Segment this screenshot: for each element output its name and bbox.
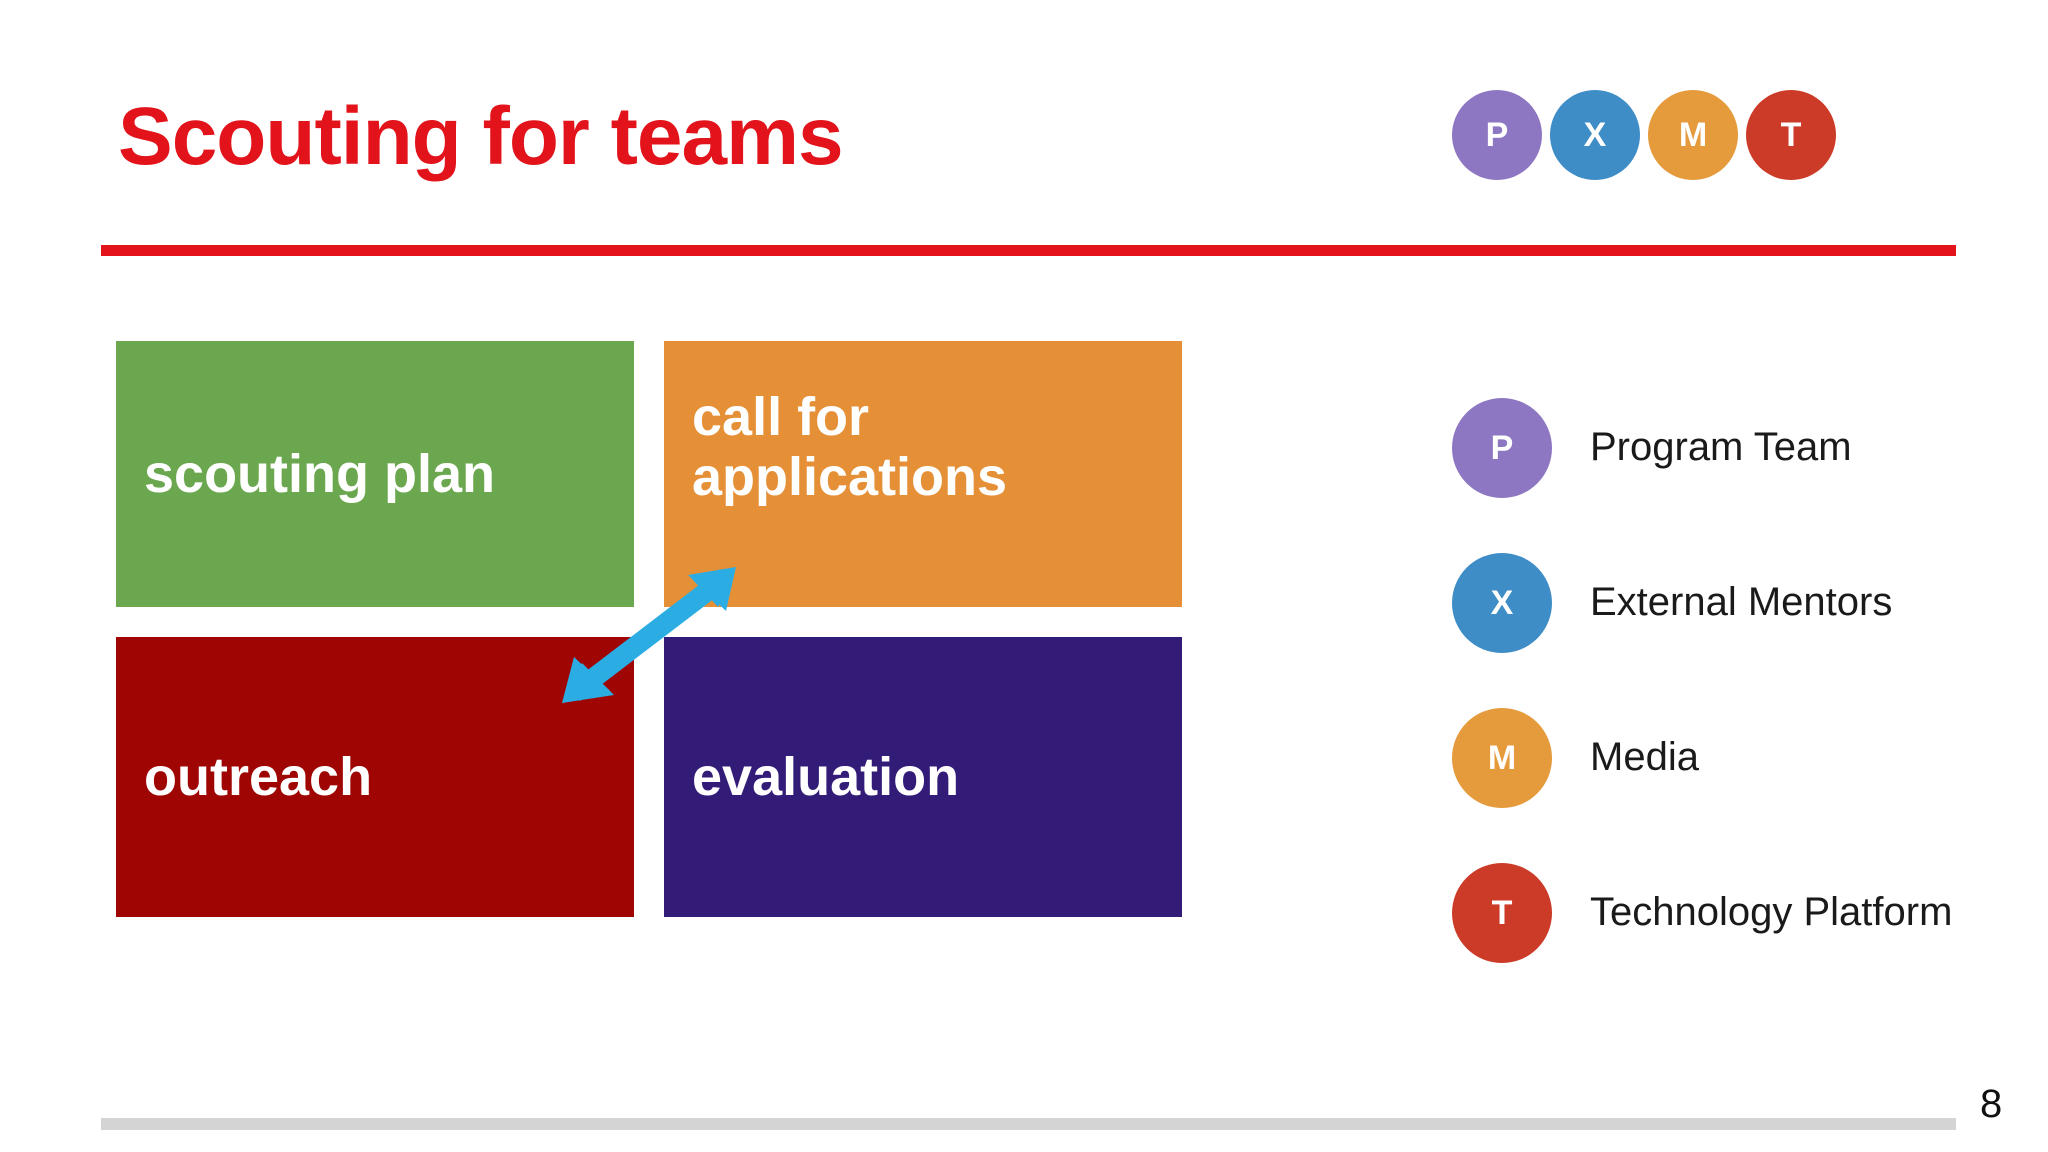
- process-box-scouting-plan-label: scouting plan: [144, 443, 495, 504]
- legend-row-media: M Media: [1452, 680, 1972, 835]
- legend-bullet-t: T: [1452, 862, 1552, 963]
- page-number: 8: [1980, 1082, 2003, 1126]
- legend-label-technology-platform: Technology Platform: [1590, 890, 1953, 934]
- call-for-applications-line-1: call for: [692, 387, 870, 447]
- header-badge-m-letter: M: [1678, 116, 1708, 154]
- process-box-outreach-label: outreach: [144, 746, 373, 807]
- legend-bullet-m-letter: M: [1487, 738, 1517, 777]
- legend-label-program-team: Program Team: [1590, 425, 1852, 469]
- legend-bullet-x: X: [1452, 552, 1552, 653]
- process-box-call-for-applications-label: call for applications: [692, 387, 1007, 508]
- legend-label-media: Media: [1590, 735, 1699, 779]
- process-box-evaluation[interactable]: evaluation: [664, 637, 1182, 917]
- header-badge-t: T: [1746, 90, 1836, 180]
- header-badge-p: P: [1452, 90, 1542, 180]
- legend-row-technology-platform: T Technology Platform: [1452, 835, 1972, 990]
- process-box-grid: scouting plan call for applications outr…: [116, 341, 1186, 917]
- header-badge-row: P X M T: [1452, 90, 1836, 180]
- header-badge-m: M: [1648, 90, 1738, 180]
- legend-row-program-team: P Program Team: [1452, 370, 1972, 525]
- process-box-outreach[interactable]: outreach: [116, 637, 634, 917]
- header-badge-x-letter: X: [1583, 116, 1607, 154]
- legend-label-external-mentors: External Mentors: [1590, 580, 1893, 624]
- legend-bullet-m: M: [1452, 707, 1552, 808]
- title-divider-rule: [101, 245, 1956, 256]
- legend-bullet-t-letter: T: [1491, 893, 1513, 932]
- process-box-scouting-plan[interactable]: scouting plan: [116, 341, 634, 607]
- legend-bullet-p-letter: P: [1490, 428, 1514, 467]
- page-title: Scouting for teams: [118, 91, 844, 182]
- process-box-call-for-applications[interactable]: call for applications: [664, 341, 1182, 607]
- legend-bullet-p: P: [1452, 397, 1552, 498]
- header-badge-t-letter: T: [1780, 116, 1802, 154]
- call-for-applications-line-2: applications: [692, 447, 1008, 508]
- header-badge-x: X: [1550, 90, 1640, 180]
- legend-bullet-x-letter: X: [1490, 583, 1514, 622]
- legend: P Program Team X External Mentors M Medi…: [1452, 370, 1972, 990]
- process-box-evaluation-label: evaluation: [692, 746, 960, 807]
- footer-divider-rule: [101, 1118, 1956, 1130]
- header-badge-p-letter: P: [1485, 116, 1509, 154]
- legend-row-external-mentors: X External Mentors: [1452, 525, 1972, 680]
